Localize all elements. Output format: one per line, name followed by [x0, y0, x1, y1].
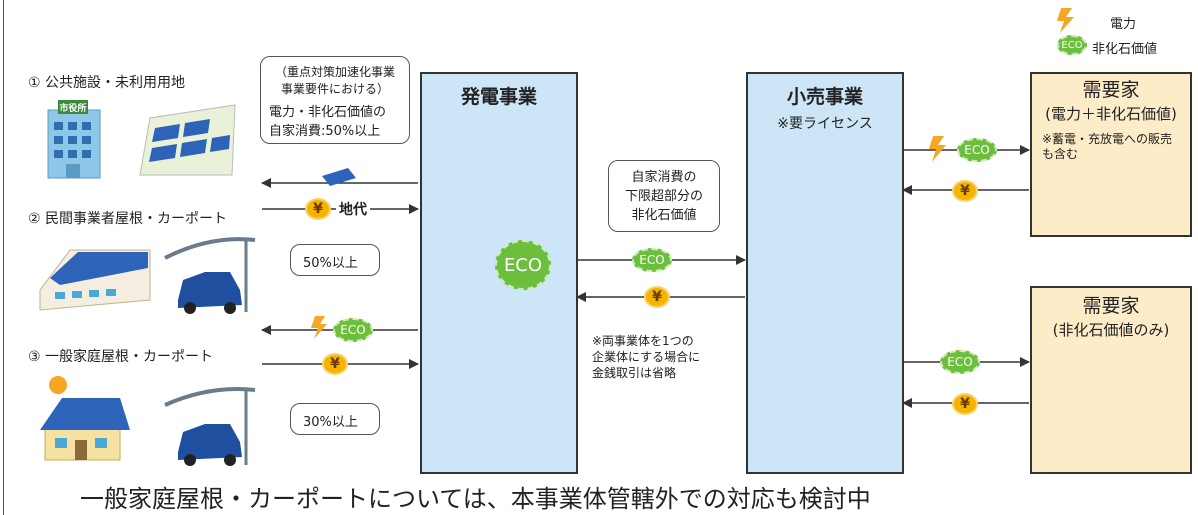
callout-line: 事業要件における） [280, 82, 389, 96]
retail-title: 小売事業 [786, 86, 863, 108]
consumer-nonfossil-only-box: 需要家 (非化石価値のみ) [1030, 286, 1192, 474]
note-line: 金銭取引は省略 [592, 366, 677, 381]
factory-icon [39, 249, 151, 311]
eco-icon: ECO [333, 318, 373, 342]
lightning-icon [311, 316, 327, 339]
generation-title: 発電事業 [460, 86, 537, 108]
footer-note: 一般家庭屋根・カーポートについては、本事業体管轄外での対応も検討中 [80, 485, 871, 513]
legend-power-label: 電力 [1110, 17, 1137, 32]
callout-50-percent: 50%以上 [290, 244, 380, 276]
city-hall-icon [47, 100, 101, 179]
lightning-icon [929, 136, 946, 162]
yen-icon: ¥ [644, 286, 670, 308]
eco-icon: ECO [957, 138, 997, 162]
yen-icon: ¥ [952, 180, 978, 202]
note-line: 企業体にする場合に [592, 350, 701, 365]
legend-eco-icon: ECO [1057, 35, 1087, 55]
carport-car-icon [164, 387, 256, 466]
yen-icon: ¥ [322, 353, 348, 375]
left-border [3, 0, 4, 515]
callout-line: 非化石価値 [631, 208, 697, 223]
solar-field-icon [139, 104, 236, 176]
consumer-power-nonfossil-box: 需要家 (電力＋非化石価値) ※蓄電・充放電への販売も含む [1030, 72, 1192, 237]
sun-icon [49, 376, 67, 394]
consumer-title: 需要家 [1082, 79, 1140, 101]
callout-self-consumption-50: （重点対策加速化事業 事業要件における） 電力・非化石価値の 自家消費:50%以… [260, 56, 410, 144]
consumer-subtitle: (電力＋非化石価値) [1045, 104, 1177, 123]
yen-icon: ¥ [952, 393, 978, 415]
carport-car-icon [164, 237, 256, 314]
callout-line: 自家消費の [631, 170, 697, 185]
legend-nonfossil-label: 非化石価値 [1092, 42, 1158, 57]
callout-line: 自家消費:50%以上 [269, 124, 381, 139]
lightning-icon [1057, 8, 1074, 33]
transaction-note: ※両事業体を1つの 企業体にする場合に 金銭取引は省略 [592, 333, 700, 382]
source-3-label: ③ 一般家庭屋根・カーポート [28, 349, 214, 365]
eco-icon: ECO [940, 350, 980, 374]
consumer-title: 需要家 [1082, 295, 1140, 317]
callout-line: 下限超部分の [624, 189, 703, 204]
callout-30-percent: 30%以上 [290, 403, 380, 435]
source-1-label: ① 公共施設・未利用用地 [28, 75, 186, 91]
eco-icon: ECO [495, 240, 551, 290]
license-note: ※要ライセンス [777, 116, 873, 132]
source-2-label: ② 民間事業者屋根・カーポート [28, 211, 228, 227]
yen-icon: ¥ [305, 198, 331, 220]
callout-line: （重点対策加速化事業 [274, 65, 395, 79]
callout-surplus-nonfossil: 自家消費の 下限超部分の 非化石価値 [608, 160, 720, 232]
consumer-note: ※蓄電・充放電への販売も含む [1042, 131, 1173, 162]
house-icon [40, 398, 130, 461]
callout-line: 電力・非化石価値の [269, 105, 387, 120]
city-hall-sign: 市役所 [59, 104, 87, 114]
eco-icon: ECO [632, 248, 672, 272]
consumer-subtitle: (非化石価値のみ) [1052, 320, 1170, 339]
retail-business-box: 小売事業 ※要ライセンス [746, 72, 904, 474]
solar-panel-icon [322, 168, 356, 186]
note-line: ※両事業体を1つの [592, 334, 694, 348]
rent-label: 地代 [336, 199, 370, 219]
